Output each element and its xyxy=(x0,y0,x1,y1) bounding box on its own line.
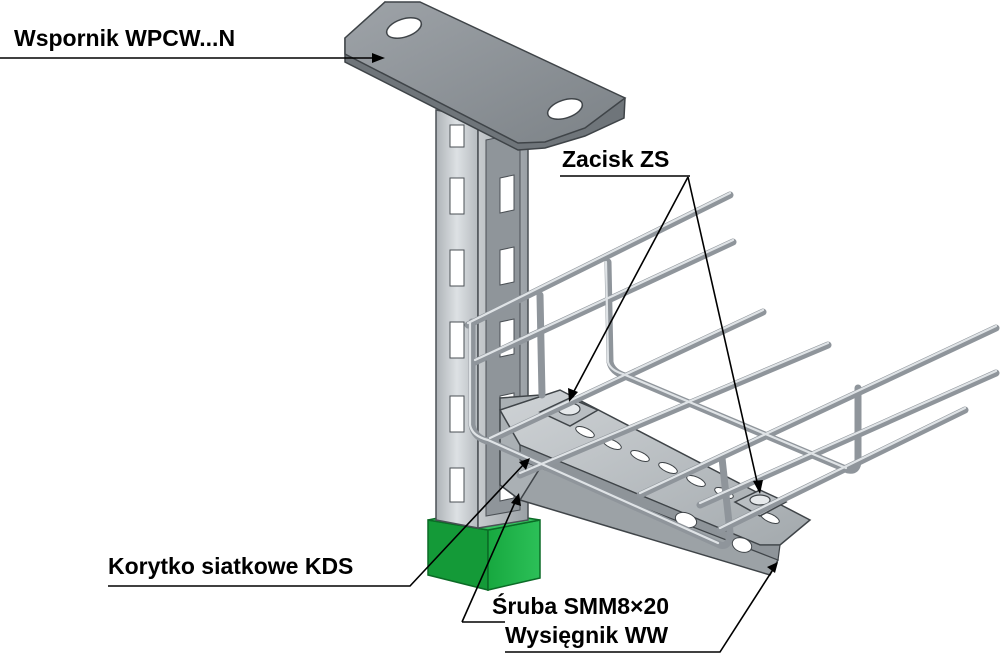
arrowhead xyxy=(372,53,385,63)
label-bolt: Śruba SMM8×20 xyxy=(492,592,669,619)
label-arm: Wysięgnik WW xyxy=(505,622,668,648)
leader-lines xyxy=(0,53,778,653)
label-clamp: Zacisk ZS xyxy=(562,146,669,172)
support-column xyxy=(435,107,529,529)
leader-bolt xyxy=(461,499,517,623)
plate-slot-hole xyxy=(546,98,584,120)
mounting-plate xyxy=(344,1,627,151)
label-tray: Korytko siatkowe KDS xyxy=(108,553,353,579)
leader-tray xyxy=(108,463,525,587)
wire-mesh-tray xyxy=(464,191,1000,549)
label-bracket: Wspornik WPCW...N xyxy=(14,25,235,51)
leader-arm xyxy=(505,567,775,653)
plate-slot-hole xyxy=(385,17,423,39)
